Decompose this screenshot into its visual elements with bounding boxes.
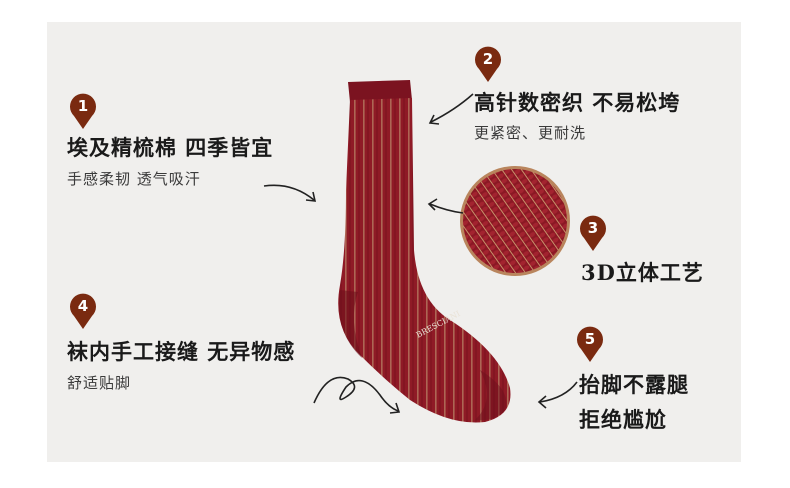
- arrow-icon: [428, 93, 474, 125]
- badge-2: 2: [473, 45, 503, 83]
- badge-number: 4: [77, 297, 89, 315]
- feature-3-title: 3D立体工艺: [581, 260, 704, 285]
- loop-arrow-icon: [313, 376, 401, 414]
- badge-1: 1: [68, 92, 98, 130]
- badge-3: 3: [578, 214, 608, 252]
- feature-2-subtitle: 更紧密、更耐洗: [474, 124, 587, 142]
- badge-number: 3: [587, 219, 599, 237]
- badge-pin-icon: [70, 293, 96, 329]
- badge-number: 2: [482, 50, 494, 68]
- feature-2-title: 高针数密织 不易松垮: [474, 90, 681, 115]
- feature-5-title-line1: 抬脚不露腿: [579, 372, 689, 397]
- badge-number: 1: [77, 97, 89, 115]
- badge-number: 5: [584, 330, 596, 348]
- feature-1-title: 埃及精梳棉 四季皆宜: [67, 135, 274, 160]
- feature-4-title: 袜内手工接缝 无异物感: [67, 339, 296, 364]
- fabric-zoom-image: [460, 166, 570, 276]
- badge-5: 5: [575, 325, 605, 363]
- badge-4: 4: [68, 292, 98, 330]
- badge-pin-icon: [475, 46, 501, 82]
- badge-pin-icon: [70, 93, 96, 129]
- feature-1-subtitle: 手感柔韧 透气吸汗: [67, 170, 201, 188]
- arrow-icon: [537, 381, 578, 409]
- feature-4-subtitle: 舒适贴脚: [67, 374, 132, 392]
- badge-pin-icon: [580, 215, 606, 251]
- arrow-icon: [263, 184, 317, 202]
- arrow-icon: [427, 198, 464, 214]
- badge-pin-icon: [577, 326, 603, 362]
- feature-5-title-line2: 拒绝尴尬: [579, 407, 667, 432]
- sock-image: BRESCIANI: [338, 80, 511, 423]
